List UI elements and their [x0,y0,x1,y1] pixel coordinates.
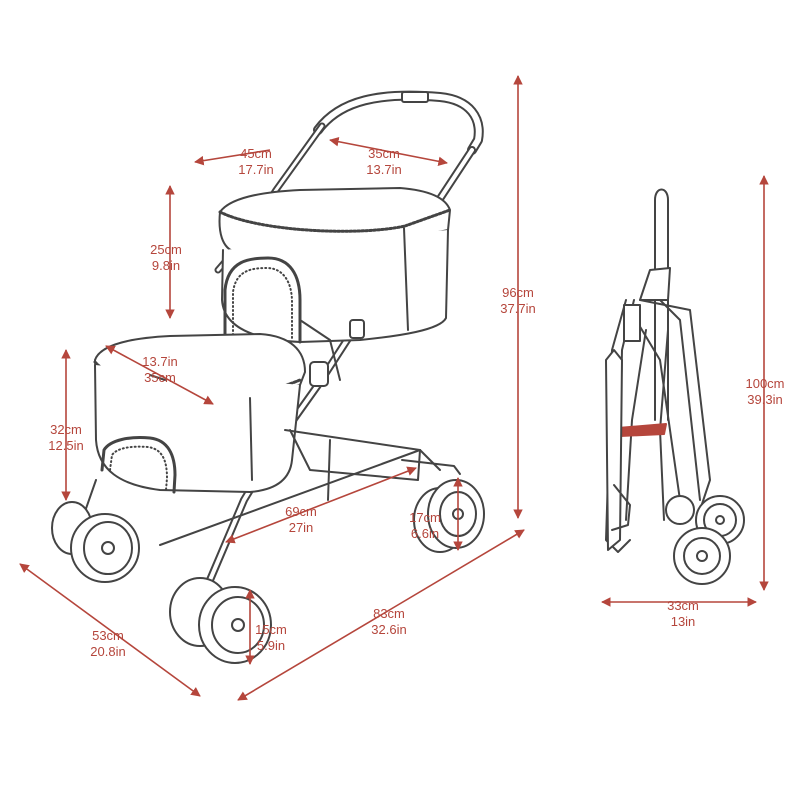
label-front-wheel-in: 5.9in [256,638,286,653]
label-upper-height-cm: 25cm [150,242,182,257]
label-handle-left: 45cm 17.7in [238,146,273,178]
label-width-in: 20.8in [90,644,126,659]
label-lower-height-cm: 32cm [50,422,82,437]
label-lower-height: 32cm 12.5in [48,422,83,454]
label-folded-height-in: 39.3in [747,392,783,407]
fold-hinge [617,423,667,437]
label-upper-depth-in: 35cm [144,370,176,385]
label-rear-wheel: 17cm 6.6in [409,510,441,542]
label-total-height: 96cm 37.7in [500,285,535,317]
label-folded-height: 100cm 39.3in [745,376,784,408]
dimension-lines [19,75,769,701]
label-front-wheel-cm: 15cm [255,622,287,637]
label-total-height-in: 37.7in [500,301,536,316]
label-handle-left-in: 17.7in [238,162,274,177]
label-folded-height-cm: 100cm [745,376,785,391]
label-length-in: 32.6in [371,622,407,637]
label-upper-depth: 13.7in 35cm [142,354,177,386]
dim-handle-left [194,149,271,166]
label-rear-wheel-cm: 17cm [409,510,441,525]
dim-upper-depth [105,345,214,405]
front-left-wheel [51,501,140,583]
label-rear-wheel-in: 6.6in [410,526,440,541]
stroller-folded [605,188,745,585]
label-folded-width-in: 13in [670,614,696,629]
label-length: 83cm 32.6in [371,606,406,638]
dim-length [237,529,525,701]
label-handle-right-in: 13.7in [366,162,402,177]
label-wheelbase-in: 27in [288,520,314,535]
dim-handle-right [329,136,448,167]
label-width: 53cm 20.8in [90,628,125,660]
label-upper-depth-cm: 13.7in [142,354,178,369]
label-handle-right: 35cm 13.7in [366,146,401,178]
folded-wheels [665,495,745,585]
label-folded-width: 33cm 13in [667,598,699,630]
label-wheelbase-cm: 69cm [285,504,317,519]
label-total-height-cm: 96cm [502,285,534,300]
label-lower-height-in: 12.5in [48,438,84,453]
dim-width [19,563,201,697]
label-upper-height: 25cm 9.8in [150,242,182,274]
upper-carrier [218,187,452,344]
label-front-wheel: 15cm 5.9in [255,622,287,654]
label-upper-height-in: 9.8in [151,258,181,273]
label-width-cm: 53cm [92,628,124,643]
label-length-cm: 83cm [373,606,405,621]
label-wheelbase: 69cm 27in [285,504,317,536]
label-handle-left-cm: 45cm [240,146,272,161]
label-handle-right-cm: 35cm [368,146,400,161]
label-folded-width-cm: 33cm [667,598,699,613]
